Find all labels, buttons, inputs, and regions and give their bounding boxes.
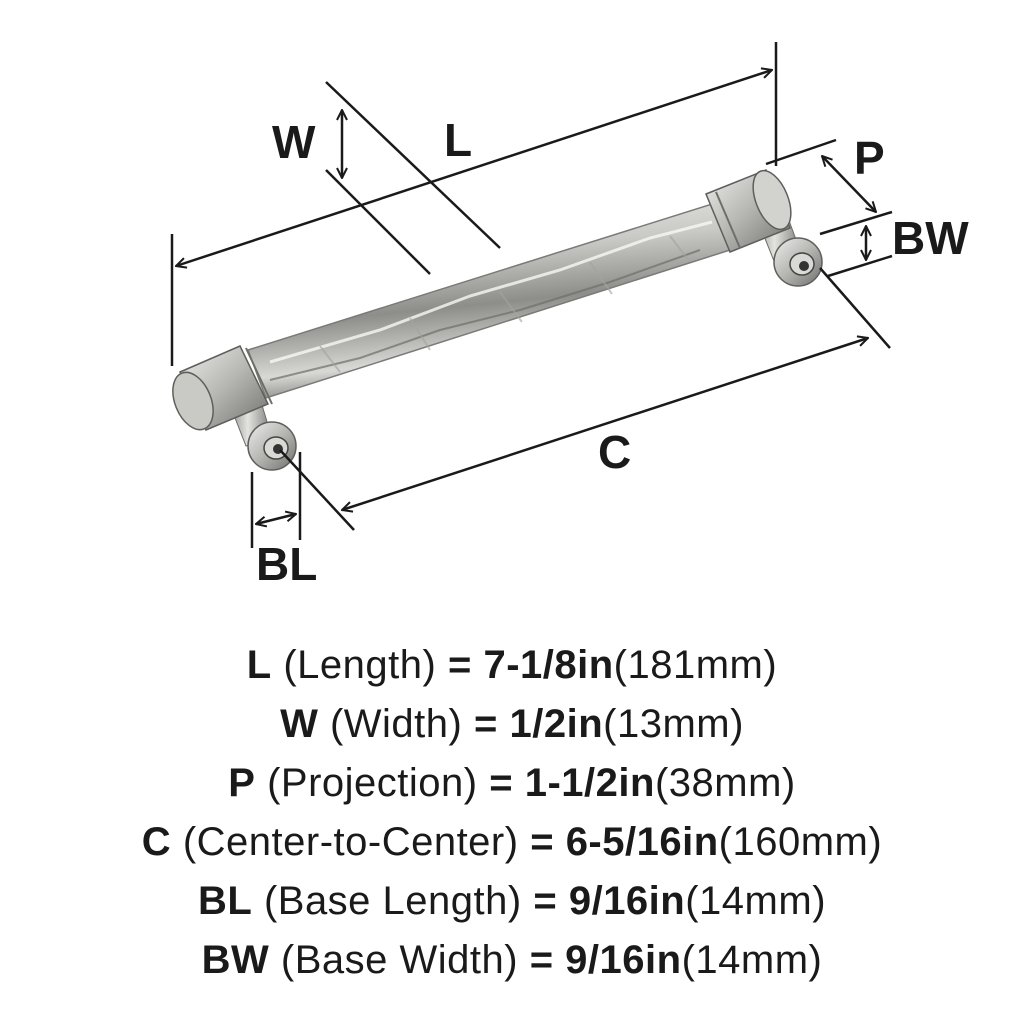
spec-row-projection: P (Projection) = 1-1/2in(38mm)	[0, 754, 1024, 813]
spec-sep: =	[489, 761, 514, 805]
l-dimension-line	[176, 70, 772, 266]
spec-metric: (160mm)	[718, 820, 883, 864]
spec-imperial: 1-1/2in	[524, 761, 655, 805]
label-l: L	[444, 114, 472, 166]
spec-imperial: 7-1/8in	[483, 643, 614, 687]
spec-name: (Projection)	[267, 761, 478, 805]
spec-abbr: W	[280, 702, 319, 746]
spec-sep: =	[530, 820, 555, 864]
spec-metric: (14mm)	[685, 879, 827, 923]
spec-name: (Length)	[283, 643, 437, 687]
spec-sep: =	[473, 702, 498, 746]
dimension-diagram: L W P BW C BL	[170, 42, 969, 590]
spec-abbr: C	[141, 820, 172, 864]
bl-dimension-line	[256, 514, 296, 524]
bw-extension-bottom	[827, 254, 893, 278]
spec-abbr: P	[228, 761, 256, 805]
spec-metric: (181mm)	[613, 643, 778, 687]
label-bl: BL	[256, 538, 317, 590]
p-extension-top	[765, 138, 837, 166]
spec-sep: =	[529, 938, 554, 982]
spec-list: L (Length) = 7-1/8in(181mm) W (Width) = …	[0, 636, 1024, 990]
spec-imperial: 1/2in	[509, 702, 604, 746]
spec-sep: =	[533, 879, 558, 923]
spec-abbr: L	[246, 643, 272, 687]
spec-name: (Base Length)	[263, 879, 522, 923]
c-dimension-line	[342, 338, 868, 510]
spec-imperial: 6-5/16in	[565, 820, 719, 864]
bw-extension-top	[819, 210, 893, 236]
spec-row-center-to-center: C (Center-to-Center) = 6-5/16in(160mm)	[0, 813, 1024, 872]
spec-row-length: L (Length) = 7-1/8in(181mm)	[0, 636, 1024, 695]
label-w: W	[272, 116, 316, 168]
spec-row-width: W (Width) = 1/2in(13mm)	[0, 695, 1024, 754]
p-dimension-line	[822, 156, 876, 212]
spec-sep: =	[447, 643, 472, 687]
handle-bar	[247, 203, 731, 399]
cabinet-pull-icon	[172, 169, 823, 471]
dimension-lines	[170, 42, 893, 548]
spec-metric: (13mm)	[603, 702, 744, 746]
spec-imperial: 9/16in	[568, 879, 686, 923]
spec-row-base-length: BL (Base Length) = 9/16in(14mm)	[0, 872, 1024, 931]
label-p: P	[854, 132, 885, 184]
spec-metric: (38mm)	[654, 761, 796, 805]
spec-name: (Width)	[329, 702, 463, 746]
spec-abbr: BL	[197, 879, 253, 923]
p-extension-bottom	[819, 267, 891, 349]
label-c: C	[598, 426, 631, 478]
left-end-cap	[172, 345, 273, 431]
spec-imperial: 9/16in	[565, 938, 682, 982]
spec-row-base-width: BW (Base Width) = 9/16in(14mm)	[0, 931, 1024, 990]
w-extension-bottom	[325, 169, 431, 275]
spec-abbr: BW	[201, 938, 270, 982]
c-extension-left	[279, 449, 355, 531]
w-extension-top	[325, 81, 501, 249]
label-bw: BW	[892, 212, 969, 264]
spec-name: (Center-to-Center)	[182, 820, 519, 864]
spec-metric: (14mm)	[681, 938, 823, 982]
spec-name: (Base Width)	[280, 938, 519, 982]
